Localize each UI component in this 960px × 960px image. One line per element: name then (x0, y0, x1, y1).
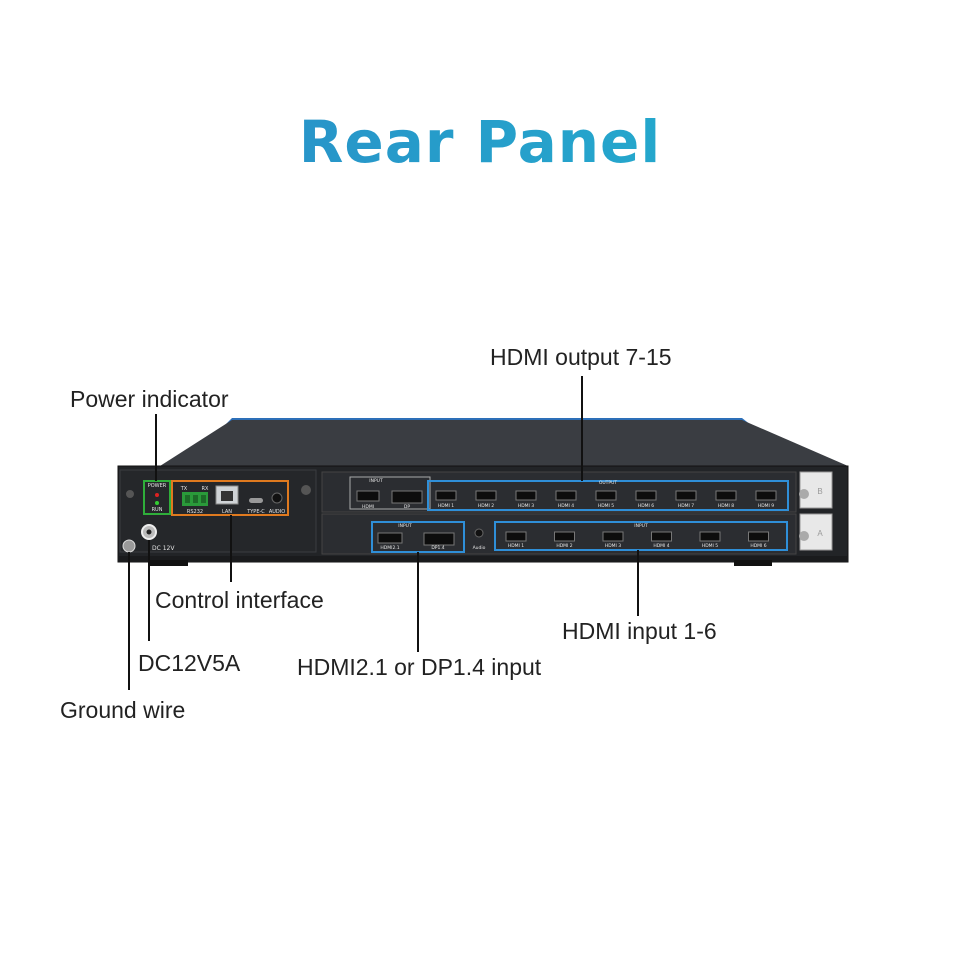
hdmi-output-ports: HDMI 1 HDMI 2 HDMI 3 HDMI 4 HDMI 5 HDMI 6 HDMI… (435, 490, 777, 509)
chassis-bottom-edge (118, 556, 848, 562)
card-a-audio-label: Audio (473, 545, 486, 551)
hdmi-output-port-2 (475, 490, 497, 501)
hdmi-output-port-label-3: HDMI 3 (518, 503, 534, 509)
card-b-letter: B (817, 487, 822, 496)
rs232-label: RS232 (187, 509, 203, 515)
hdmi-output-port-label-8: HDMI 8 (718, 503, 734, 509)
hdmi-input-port-label-2: HDMI 2 (556, 543, 572, 549)
dp14-input-label: DP1.4 (431, 545, 444, 551)
card-b-hdmi-in-label: HDMI (362, 504, 374, 510)
ground-screw (122, 539, 136, 553)
hdmi-input-port-label-4: HDMI 4 (653, 543, 669, 549)
hdmi-output-port-label-9: HDMI 9 (758, 503, 774, 509)
tx-label: TX (180, 486, 188, 492)
hdmi-input-port-label-6: HDMI 6 (750, 543, 766, 549)
card-b-dp-in-port (391, 490, 423, 504)
top-cover (160, 420, 848, 466)
callout-hdmi-input: HDMI input 1-6 (562, 618, 717, 644)
run-label: RUN (152, 507, 163, 513)
hdmi-input-port-label-1: HDMI 1 (508, 543, 524, 549)
card-a-input-label: INPUT (398, 523, 412, 529)
type-c-label: TYPE-C (246, 509, 265, 515)
hdmi-output-port-label-4: HDMI 4 (558, 503, 574, 509)
panel-screw (301, 485, 311, 495)
card-a-letter: A (817, 529, 823, 538)
hdmi-output-port-3 (515, 490, 537, 501)
hdmi-output-port-label-2: HDMI 2 (478, 503, 494, 509)
card-b-input-label: INPUT (369, 478, 383, 484)
hdmi-input-port-5 (699, 531, 721, 542)
power-led (155, 493, 159, 497)
card-b-input-group (349, 476, 431, 510)
hdmi-output-port-4 (555, 490, 577, 501)
dc12v-label: DC 12V (152, 545, 175, 552)
panel-screw (799, 489, 809, 499)
hdmi-output-port-label-1: HDMI 1 (438, 503, 454, 509)
hdmi-output-port-label-6: HDMI 6 (638, 503, 654, 509)
run-led (155, 501, 159, 505)
foot-right (734, 560, 772, 566)
card-a-input-group-label: INPUT (634, 523, 648, 529)
callout-dc-power: DC12V5A (138, 650, 241, 676)
lan-label: LAN (222, 509, 232, 515)
audio-jack (271, 492, 283, 504)
hdmi21-input-port (377, 532, 403, 544)
panel-screw (126, 490, 134, 498)
hdmi-output-port-9 (755, 490, 777, 501)
rx-label: RX (202, 486, 209, 492)
dp14-input-port (423, 532, 455, 546)
hdmi-input-highlight (494, 521, 788, 551)
hdmi-output-port-label-7: HDMI 7 (678, 503, 694, 509)
hdmi21-input-label: HDMI2.1 (380, 545, 399, 551)
foot-left (150, 560, 188, 566)
hdmi-output-port-1 (435, 490, 457, 501)
hdmi-output-port-6 (635, 490, 657, 501)
hdmi-output-highlight (427, 480, 789, 511)
card-b-hdmi-in-port (356, 490, 380, 502)
hdmi-output-port-8 (715, 490, 737, 501)
audio-label: AUDIO (269, 509, 285, 515)
hdmi-input-port-3 (602, 531, 624, 542)
type-c-port (249, 498, 263, 503)
hdmi-output-port-7 (675, 490, 697, 501)
callout-control-interface: Control interface (155, 587, 324, 613)
hdmi-input-ports: HDMI 1 HDMI 2 HDMI 3 HDMI 4 HDMI 5 HDMI 6 (505, 531, 769, 549)
callout-power-indicator: Power indicator (70, 386, 229, 412)
hdmi-input-port-label-5: HDMI 5 (702, 543, 718, 549)
card-b-output-label: OUTPUT (599, 480, 618, 486)
power-label: POWER (148, 483, 167, 489)
card-a-audio-jack (474, 528, 484, 538)
hdmi-input-port-2 (554, 531, 575, 542)
hdmi-input-port-1 (505, 531, 527, 542)
hdmi-output-port-label-5: HDMI 5 (598, 503, 614, 509)
page-title: Rear Panel (0, 108, 960, 176)
card-b-dp-in-label: DP (404, 504, 410, 510)
hdmi-output-port-5 (595, 490, 617, 501)
hdmi-input-port-label-3: HDMI 3 (605, 543, 621, 549)
hdmi-input-port-6 (748, 531, 769, 542)
callout-ground-wire: Ground wire (60, 697, 186, 723)
panel-screw (799, 531, 809, 541)
hdmi-input-port-4 (651, 531, 672, 542)
callout-hdmi21-dp-input: HDMI2.1 or DP1.4 input (297, 654, 542, 680)
callout-hdmi-output: HDMI output 7-15 (490, 344, 672, 370)
